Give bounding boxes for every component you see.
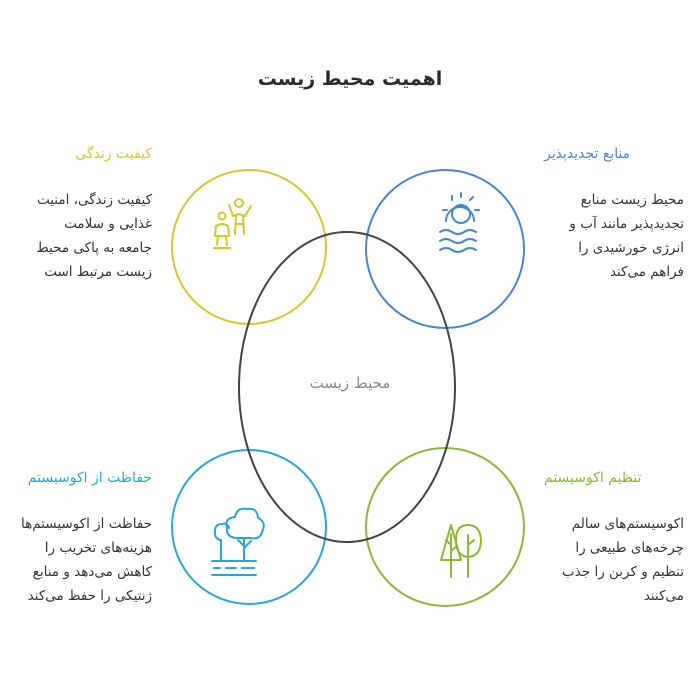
sun-over-water-icon	[439, 192, 480, 253]
heading-ecosystem-regulation: تنظیم اکوسیستم	[544, 470, 642, 486]
circle-ecosystem-regulation	[365, 447, 525, 607]
text-renewable-resources: محیط زیست منابع تجدیدپذیر مانند آب و انر…	[569, 192, 684, 280]
center-label: محیط زیست	[309, 374, 391, 392]
text-ecosystem-regulation: اکوسیستم‌های سالم چرخه‌های طبیعی را تنظی…	[562, 516, 684, 604]
text-quality-of-life: کیفیت زندگی، امنیت غذایی و سلامت جامعه ب…	[36, 192, 152, 280]
people-celebrating-icon	[213, 198, 252, 249]
trees-on-ground-icon	[211, 507, 265, 576]
center-circle	[238, 231, 456, 543]
circle-quality-of-life	[171, 169, 327, 325]
text-ecosystem-protection: حفاظت از اکوسیستم‌ها هزینه‌های تخریب را …	[20, 516, 152, 604]
heading-renewable-resources: منابع تجدیدپذیر	[544, 146, 631, 162]
heading-ecosystem-protection: حفاظت از اکوسیستم	[27, 470, 152, 486]
trees-icon	[440, 524, 482, 578]
circle-renewable-resources	[365, 169, 525, 329]
circle-ecosystem-protection	[171, 449, 327, 605]
heading-quality-of-life: کیفیت زندگی	[75, 146, 152, 162]
diagram-title: اهمیت محیط زیست	[257, 68, 443, 90]
